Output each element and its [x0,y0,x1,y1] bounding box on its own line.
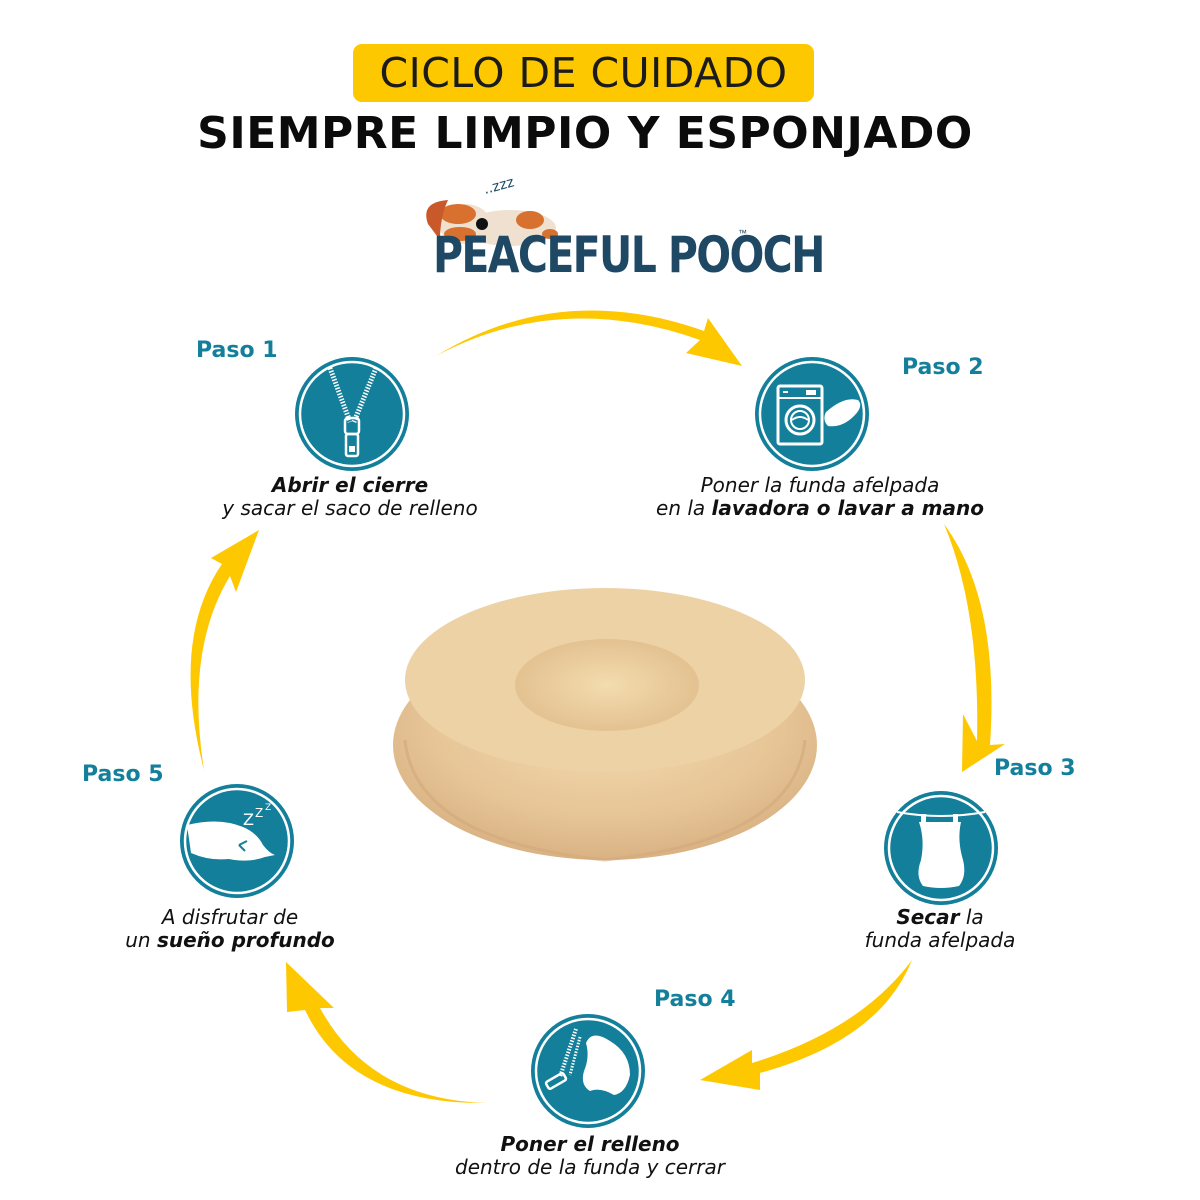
trademark: ™ [738,228,747,238]
step-3-caption-bold: Secar [896,905,960,929]
step-2-label: Paso 2 [902,355,984,380]
step-4-label: Paso 4 [654,987,736,1012]
svg-text:..zzz: ..zzz [482,174,516,197]
zip-cushion-icon [531,1014,645,1128]
step-3-caption-line1-suffix: la [959,905,984,929]
arrow-step5-to-step1 [190,530,259,770]
step-5-label: Paso 5 [82,762,164,787]
zipper-icon [295,357,409,471]
step-5-caption-line2-prefix: un [125,928,157,952]
clothesline-icon [884,791,998,905]
step-1-caption-line2: y sacar el saco de relleno [222,496,478,520]
arrow-step2-to-step3 [944,524,1005,772]
step-1-label: Paso 1 [196,338,278,363]
sleeping-dog-icon: Z Z Z [180,784,294,898]
donut-pet-bed-image [393,588,817,862]
washing-machine-icon [755,357,869,471]
arrow-step1-to-step2 [436,310,742,366]
step-3-caption: Secar la funda afelpada [830,906,1050,952]
svg-text:Z: Z [255,806,263,820]
sleeping-puppy-logo-icon: ..zzz [426,174,558,246]
step-5-caption: A disfrutar de un sueño profundo [105,906,355,952]
step-5-caption-line1: A disfrutar de [161,905,299,929]
step-4-caption-line2: dentro de la funda y cerrar [455,1155,725,1179]
title-text: CICLO DE CUIDADO [379,49,788,97]
step-2-caption-line1: Poner la funda afelpada [700,473,940,497]
arrow-step4-to-step5 [286,962,488,1104]
arrow-step3-to-step4 [700,960,912,1090]
step-2-caption: Poner la funda afelpada en la lavadora o… [620,474,1020,520]
step-3-caption-line2: funda afelpada [864,928,1016,952]
subtitle: SIEMPRE LIMPIO Y ESPONJADO [197,108,973,159]
svg-text:Z: Z [243,810,254,829]
step-1-caption-bold: Abrir el cierre [271,473,429,497]
step-2-caption-line2-prefix: en la [656,496,712,520]
step-3-label: Paso 3 [994,756,1076,781]
step-5-caption-bold: sueño profundo [156,928,335,952]
step-1-caption: Abrir el cierre y sacar el saco de relle… [200,474,500,520]
title-badge: CICLO DE CUIDADO [353,44,814,102]
brand-logo-text: PEACEFUL POOCH [433,226,825,284]
svg-text:Z: Z [265,803,271,813]
step-4-caption-bold: Poner el relleno [500,1132,680,1156]
step-4-caption: Poner el relleno dentro de la funda y ce… [420,1133,760,1179]
step-2-caption-bold: lavadora o lavar a mano [711,496,984,520]
